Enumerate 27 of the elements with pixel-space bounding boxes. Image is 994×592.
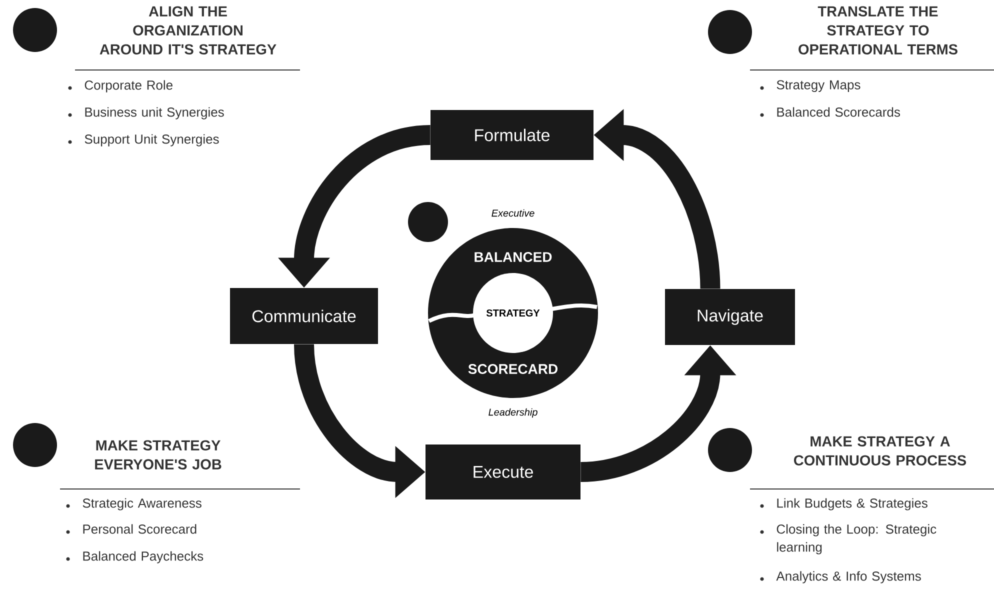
ring-caption: Executive (492, 209, 534, 217)
bullet-item: Business unit Synergies (68, 107, 224, 120)
process-box: Formulate (430, 110, 594, 160)
section-heading: TRANSLATE THE STRATEGY TO OPERATIONAL TERMS (798, 6, 958, 54)
bullet-item: Strategy Maps (760, 80, 860, 92)
circle-marker (13, 8, 58, 52)
circle-marker (708, 10, 752, 54)
process-box: Execute (426, 444, 580, 500)
section-heading: MAKE STRATEGY A CONTINUOUS PROCESS (794, 436, 966, 466)
process-box: Navigate (665, 289, 795, 345)
bullet-item: Support Unit Synergies (68, 134, 219, 146)
section-heading: ALIGN THE ORGANIZATION AROUND IT'S STRATEGY (100, 6, 276, 54)
circle-marker (13, 423, 58, 467)
scorecard-ring: BALANCED STRATEGY SCORECARD (428, 228, 598, 398)
bullet-item: Strategic Awareness (66, 498, 202, 510)
bullet-item: Balanced Scorecards (760, 107, 900, 117)
section-heading: MAKE STRATEGY EVERYONE'S JOB (95, 440, 222, 470)
bullet-item: Analytics & Info Systems (760, 571, 921, 584)
circle-marker (408, 202, 448, 242)
ring-caption: Leadership (488, 408, 538, 418)
bullet-item: Link Budgets & Strategies (760, 498, 928, 510)
process-box: Communicate (230, 288, 378, 344)
circle-marker (708, 428, 752, 472)
bullet-item: Balanced Paychecks (66, 551, 204, 564)
bullet-item: Personal Scorecard (66, 524, 196, 534)
bullet-item: Closing the Loop: Strategic learning (760, 524, 936, 554)
bullet-item: Corporate Role (68, 80, 172, 92)
